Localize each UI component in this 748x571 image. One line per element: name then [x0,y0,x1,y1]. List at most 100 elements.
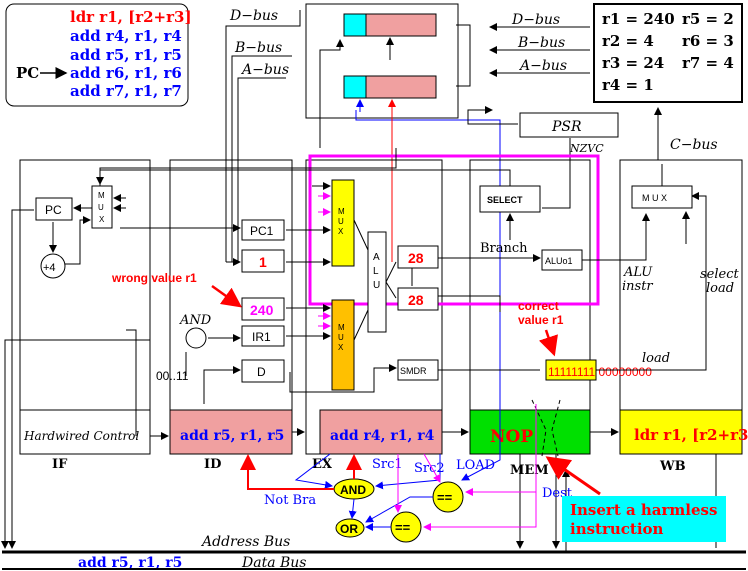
svg-text:240: 240 [250,302,274,318]
svg-text:D: D [257,365,266,379]
bottom-instruction: add r5, r1, r5 [78,555,182,571]
d-bus-label: D−bus [229,8,278,24]
svg-text:28: 28 [408,250,424,266]
not-bra-label: Not Bra [264,493,316,508]
svg-text:Hardwired Control: Hardwired Control [23,429,139,443]
svg-text:AND: AND [179,313,212,328]
svg-text:SELECT: SELECT [487,195,523,205]
svg-text:==: == [437,490,453,505]
ex-instruction: add r4, r1, r4 [330,428,435,444]
incrementer [40,253,66,279]
ex-stage-register [319,409,443,455]
mem-stage-register [469,409,591,455]
svg-text:SMDR: SMDR [400,366,427,376]
id-stage-register [169,409,293,455]
program-line-5: add r7, r1, r7 [70,82,182,100]
svg-text:ALUo1: ALUo1 [545,256,573,266]
pc-pointer-label: PC [16,64,39,82]
reg-r3: r3 = 24 [602,54,664,72]
mem-stage: SELECT Branch ALUo1 11111111 00000000 NO… [96,169,707,552]
pc1-register [241,219,285,241]
svg-text:AND: AND [340,483,366,497]
ir1-register [241,325,285,347]
insert-note: Insert a harmless instruction [545,456,726,542]
svg-text:M U X: M U X [642,193,667,203]
hazard-logic: AND OR == == Not Bra Src1 Src2 LOAD Dest [240,404,573,543]
id-stage: PC1 1 240 IR1 D AND 00..11 add r5, r1, r… [120,219,305,472]
id-stage-label: ID [204,457,221,472]
svg-text:PC1: PC1 [250,224,274,238]
wb-stage-label: WB [659,459,686,474]
alu-out-register-2 [397,287,439,311]
alu-instr-label-1: ALU [623,265,653,280]
ex-mux-top [331,179,355,267]
program-line-1: ldr r1, [r2+r3] [70,8,192,26]
a-bus-label: A−bus [240,62,289,78]
svg-text:L: L [373,266,379,277]
c-bus-label: C−bus [670,137,718,153]
mem-value: 11111111 00000000 [548,365,652,379]
hardwired-control [19,409,151,455]
load-label: load [642,351,670,366]
d-register [241,359,285,383]
if-stage-label: IF [52,457,68,472]
mem-instruction: NOP [490,427,533,447]
select-load-label-2: load [706,281,734,296]
svg-text:PC: PC [45,203,62,217]
program-line-3: add r5, r1, r5 [70,46,182,64]
svg-text:U: U [338,217,344,226]
forward-value-register [241,297,285,321]
select-load-label-1: select [700,267,739,282]
svg-text:X: X [338,227,344,236]
svg-text:OR: OR [340,522,358,536]
branch-label: Branch [480,241,528,256]
ex-mux-bottom [331,299,355,391]
pc-register [35,197,73,221]
reg-r4: r4 = 1 [602,76,654,94]
address-bus-label: Address Bus [200,534,290,550]
src2-label: Src2 [414,461,445,476]
b-bus-label: B−bus [234,40,282,56]
and-gate-id [185,327,207,349]
correct-value-note-1: correct [518,299,559,313]
svg-text:U: U [98,203,104,212]
svg-text:==: == [395,520,411,535]
bits-label: 00..11 [156,369,189,383]
bottom-buses: Address Bus add r5, r1, r5 Data Bus [2,534,746,571]
src1-label: Src1 [372,457,403,472]
program-box: ldr r1, [r2+r3] add r4, r1, r4 add r5, r… [5,3,192,107]
data-bus-label: Data Bus [241,555,306,571]
reg-r1: r1 = 240 [602,10,675,28]
load-hazard-label: LOAD [456,458,495,473]
psr-label: PSR [551,119,582,135]
svg-text:28: 28 [408,292,424,308]
mem-stage-label: MEM [510,463,549,478]
svg-text:IR1: IR1 [252,330,271,344]
right-d-bus-label: D−bus [511,12,560,28]
insert-note-line-2: instruction [570,520,664,538]
ex-stage-label: EX [312,457,333,472]
register-file-latches [305,3,501,405]
insert-note-line-1: Insert a harmless [570,501,717,519]
wrong-value-note: wrong value r1 [111,271,197,285]
svg-text:+4: +4 [43,262,56,274]
svg-text:M: M [338,207,345,216]
svg-text:X: X [338,343,344,352]
hazard-or-gate [335,518,365,538]
reg-r2: r2 = 4 [602,32,654,50]
alu-instr-label-2: instr [622,279,653,294]
ex-stage: M U X M U X A L U 28 28 SMDR add [286,179,541,472]
svg-text:U: U [373,280,380,291]
right-b-bus-label: B−bus [517,35,565,51]
svg-text:U: U [338,333,344,342]
alu-out-register-1 [397,245,439,269]
svg-text:X: X [99,215,105,224]
id-instruction: add r5, r1, r5 [180,428,284,444]
program-line-4: add r6, r1, r6 [70,64,182,82]
reg-r6: r6 = 3 [682,32,734,50]
register-box: r1 = 240 r2 = 4 r3 = 24 r4 = 1 r5 = 2 r6… [593,3,743,103]
svg-text:1: 1 [259,254,267,270]
if-mux [91,185,113,229]
